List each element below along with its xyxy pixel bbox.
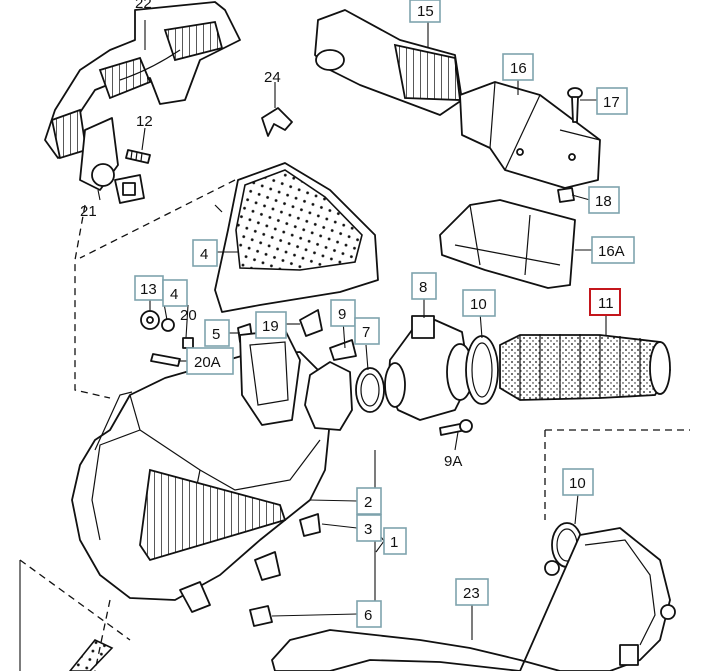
part-6-grommet	[249, 605, 273, 627]
part-22-intake-duct	[44, 1, 241, 191]
part-23-lower-hose	[271, 527, 676, 671]
callout-18[interactable]: 18	[588, 186, 620, 214]
part-8-air-flow-meter	[384, 315, 474, 421]
callout-7[interactable]: 7	[354, 317, 380, 345]
svg-text:20A: 20A	[194, 354, 221, 371]
callout-2[interactable]: 2	[356, 487, 382, 515]
svg-text:10: 10	[569, 475, 586, 492]
svg-text:4: 4	[200, 246, 208, 263]
svg-text:8: 8	[419, 279, 427, 296]
part-9a-screw	[439, 419, 473, 436]
svg-text:10: 10	[470, 296, 487, 313]
label-21: 21	[80, 203, 97, 220]
callout-11[interactable]: 11	[589, 288, 621, 316]
svg-text:17: 17	[603, 94, 620, 111]
svg-text:13: 13	[140, 281, 157, 298]
label-24: 24	[264, 69, 281, 86]
callout-10b[interactable]: 10	[562, 468, 594, 496]
svg-text:18: 18	[595, 193, 612, 210]
leader-lines	[19, 20, 607, 671]
svg-text:22: 22	[135, 0, 152, 12]
svg-text:3: 3	[364, 521, 372, 538]
callout-4[interactable]: 4	[192, 239, 218, 267]
part-21-clip	[114, 174, 145, 204]
part-10-clamp-upper	[465, 335, 499, 405]
svg-text:16: 16	[510, 60, 527, 77]
part-17-bolt	[567, 87, 583, 123]
part-4-cover	[214, 162, 379, 313]
callout-6[interactable]: 6	[356, 600, 382, 628]
callout-1[interactable]: 1	[383, 527, 407, 555]
callout-9[interactable]: 9	[330, 299, 356, 327]
callout-20a[interactable]: 20A	[186, 347, 234, 375]
svg-text:6: 6	[364, 607, 372, 624]
svg-text:5: 5	[212, 326, 220, 343]
callout-10[interactable]: 10	[462, 289, 496, 317]
svg-text:4: 4	[170, 286, 178, 303]
svg-text:1: 1	[390, 534, 398, 551]
callout-16a[interactable]: 16A	[591, 236, 635, 264]
label-20: 20	[180, 307, 197, 324]
callout-8[interactable]: 8	[411, 272, 437, 300]
label-9a: 9A	[444, 453, 462, 470]
callout-22: 22	[135, 0, 152, 12]
svg-text:2: 2	[364, 494, 372, 511]
callout-13[interactable]: 13	[134, 275, 164, 301]
callout-4b[interactable]: 4	[162, 279, 188, 307]
reference-lines	[19, 179, 690, 671]
svg-text:9: 9	[338, 306, 346, 323]
callout-15[interactable]: 15	[409, 0, 441, 23]
svg-text:7: 7	[362, 324, 370, 341]
callout-17[interactable]: 17	[596, 87, 628, 115]
part-18-nut	[557, 187, 575, 203]
callout-19[interactable]: 19	[255, 311, 287, 339]
part-hatched-strip	[68, 639, 114, 671]
svg-text:23: 23	[463, 585, 480, 602]
part-12-bolt	[125, 149, 151, 164]
svg-text:19: 19	[262, 318, 279, 335]
callout-16[interactable]: 16	[502, 53, 534, 81]
hardware-group	[140, 309, 385, 413]
callout-3[interactable]: 3	[356, 514, 382, 542]
label-12: 12	[136, 113, 153, 130]
air-filter-housing	[71, 329, 353, 613]
part-15-bellows	[314, 9, 463, 116]
svg-text:16A: 16A	[598, 243, 625, 260]
svg-text:11: 11	[598, 295, 614, 312]
part-16a-duct	[439, 199, 576, 289]
svg-text:15: 15	[417, 3, 434, 20]
part-11-intake-hose	[499, 334, 671, 401]
callout-5[interactable]: 5	[204, 319, 230, 347]
callout-23[interactable]: 23	[455, 578, 489, 606]
part-24-clip	[261, 107, 293, 137]
